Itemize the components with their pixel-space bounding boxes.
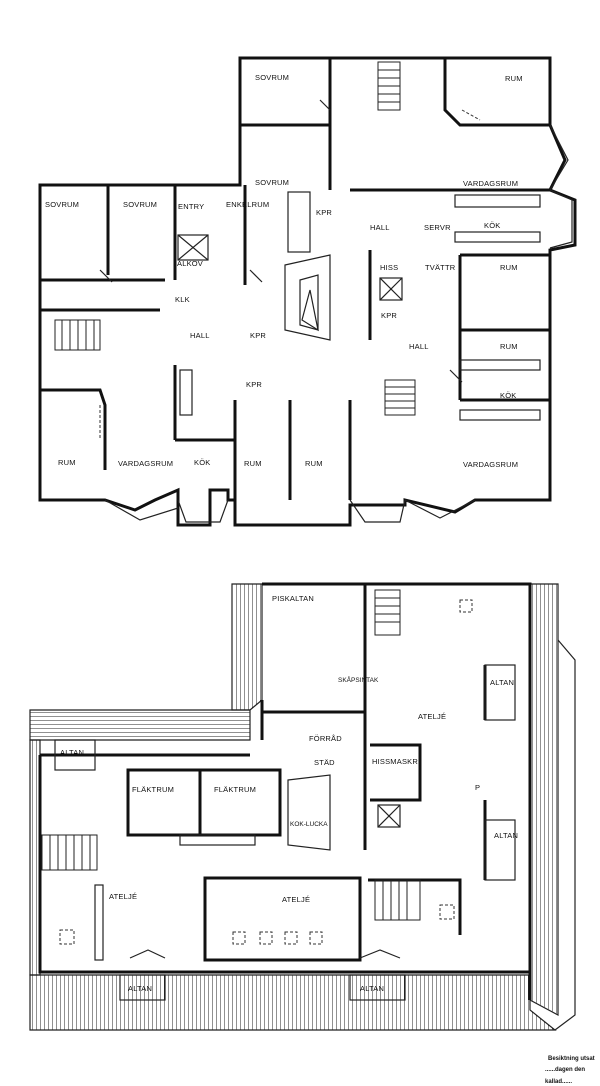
footnote-line-3: kallad...... xyxy=(545,1079,572,1085)
room-label: SOVRUM xyxy=(123,200,157,209)
room-label: KPR xyxy=(250,331,266,340)
room-label: SOVRUM xyxy=(45,200,79,209)
room-label: FLÄKTRUM xyxy=(214,785,256,794)
room-label: VARDAGSRUM xyxy=(463,179,518,188)
footnote-line-1: Besiktning utsat xyxy=(548,1056,595,1062)
room-label: SOVRUM xyxy=(255,178,289,187)
room-label: SERVR xyxy=(424,223,451,232)
room-label: ALTAN xyxy=(60,748,84,757)
room-label: RUM xyxy=(505,74,523,83)
room-label: RUM xyxy=(500,263,518,272)
lower-floor-plan: PISKALTAN SKÅPSINTAK ALTAN ATELJÉ ALTAN … xyxy=(29,582,576,1031)
room-label: KLK xyxy=(175,295,190,304)
room-label: ALTAN xyxy=(128,984,152,993)
room-label: HALL xyxy=(409,342,429,351)
room-label: RUM xyxy=(305,459,323,468)
room-label: ENTRY xyxy=(178,202,204,211)
room-label: STÄD xyxy=(314,758,335,767)
room-label: PISKALTAN xyxy=(272,594,314,603)
room-label: KPR xyxy=(246,380,262,389)
room-label: P xyxy=(475,783,480,792)
room-label: KPR xyxy=(381,311,397,320)
room-label: KPR xyxy=(316,208,332,217)
room-label: KÖK xyxy=(500,391,516,400)
footnote-line-2: ......dagen den xyxy=(545,1067,585,1073)
room-label: VARDAGSRUM xyxy=(118,459,173,468)
room-label: RUM xyxy=(58,458,76,467)
room-label: ALTAN xyxy=(490,678,514,687)
room-label: HISSMASKR. xyxy=(372,757,420,766)
room-label: ALTAN xyxy=(360,984,384,993)
room-label: FLÄKTRUM xyxy=(132,785,174,794)
room-label: ENKELRUM xyxy=(226,200,269,209)
room-label: RUM xyxy=(244,459,262,468)
room-label: ATELJÉ xyxy=(282,895,310,904)
room-label: SKÅPSINTAK xyxy=(338,675,379,684)
room-label: RUM xyxy=(500,342,518,351)
room-label: FÖRRÅD xyxy=(309,734,342,743)
room-label: KOK-LUCKA xyxy=(290,821,328,828)
room-label: ATELJÉ xyxy=(109,892,137,901)
room-label: KÖK xyxy=(194,458,210,467)
room-label: HALL xyxy=(370,223,390,232)
room-label: KÖK xyxy=(484,221,500,230)
room-label: ALTAN xyxy=(494,831,518,840)
room-label: HISS xyxy=(380,263,398,272)
room-label: HALL xyxy=(190,331,210,340)
room-label: TVÄTTR xyxy=(425,263,456,272)
room-label: ATELJÉ xyxy=(418,712,446,721)
room-label: SOVRUM xyxy=(255,73,289,82)
upper-floor-plan: SOVRUM SOVRUM SOVRUM SOVRUM RUM ENTRY EN… xyxy=(38,56,577,527)
room-label: ALKOV xyxy=(177,259,203,268)
approval-footnote: Besiktning utsat ......dagen den kallad.… xyxy=(545,1056,595,1085)
room-label: VARDAGSRUM xyxy=(463,460,518,469)
